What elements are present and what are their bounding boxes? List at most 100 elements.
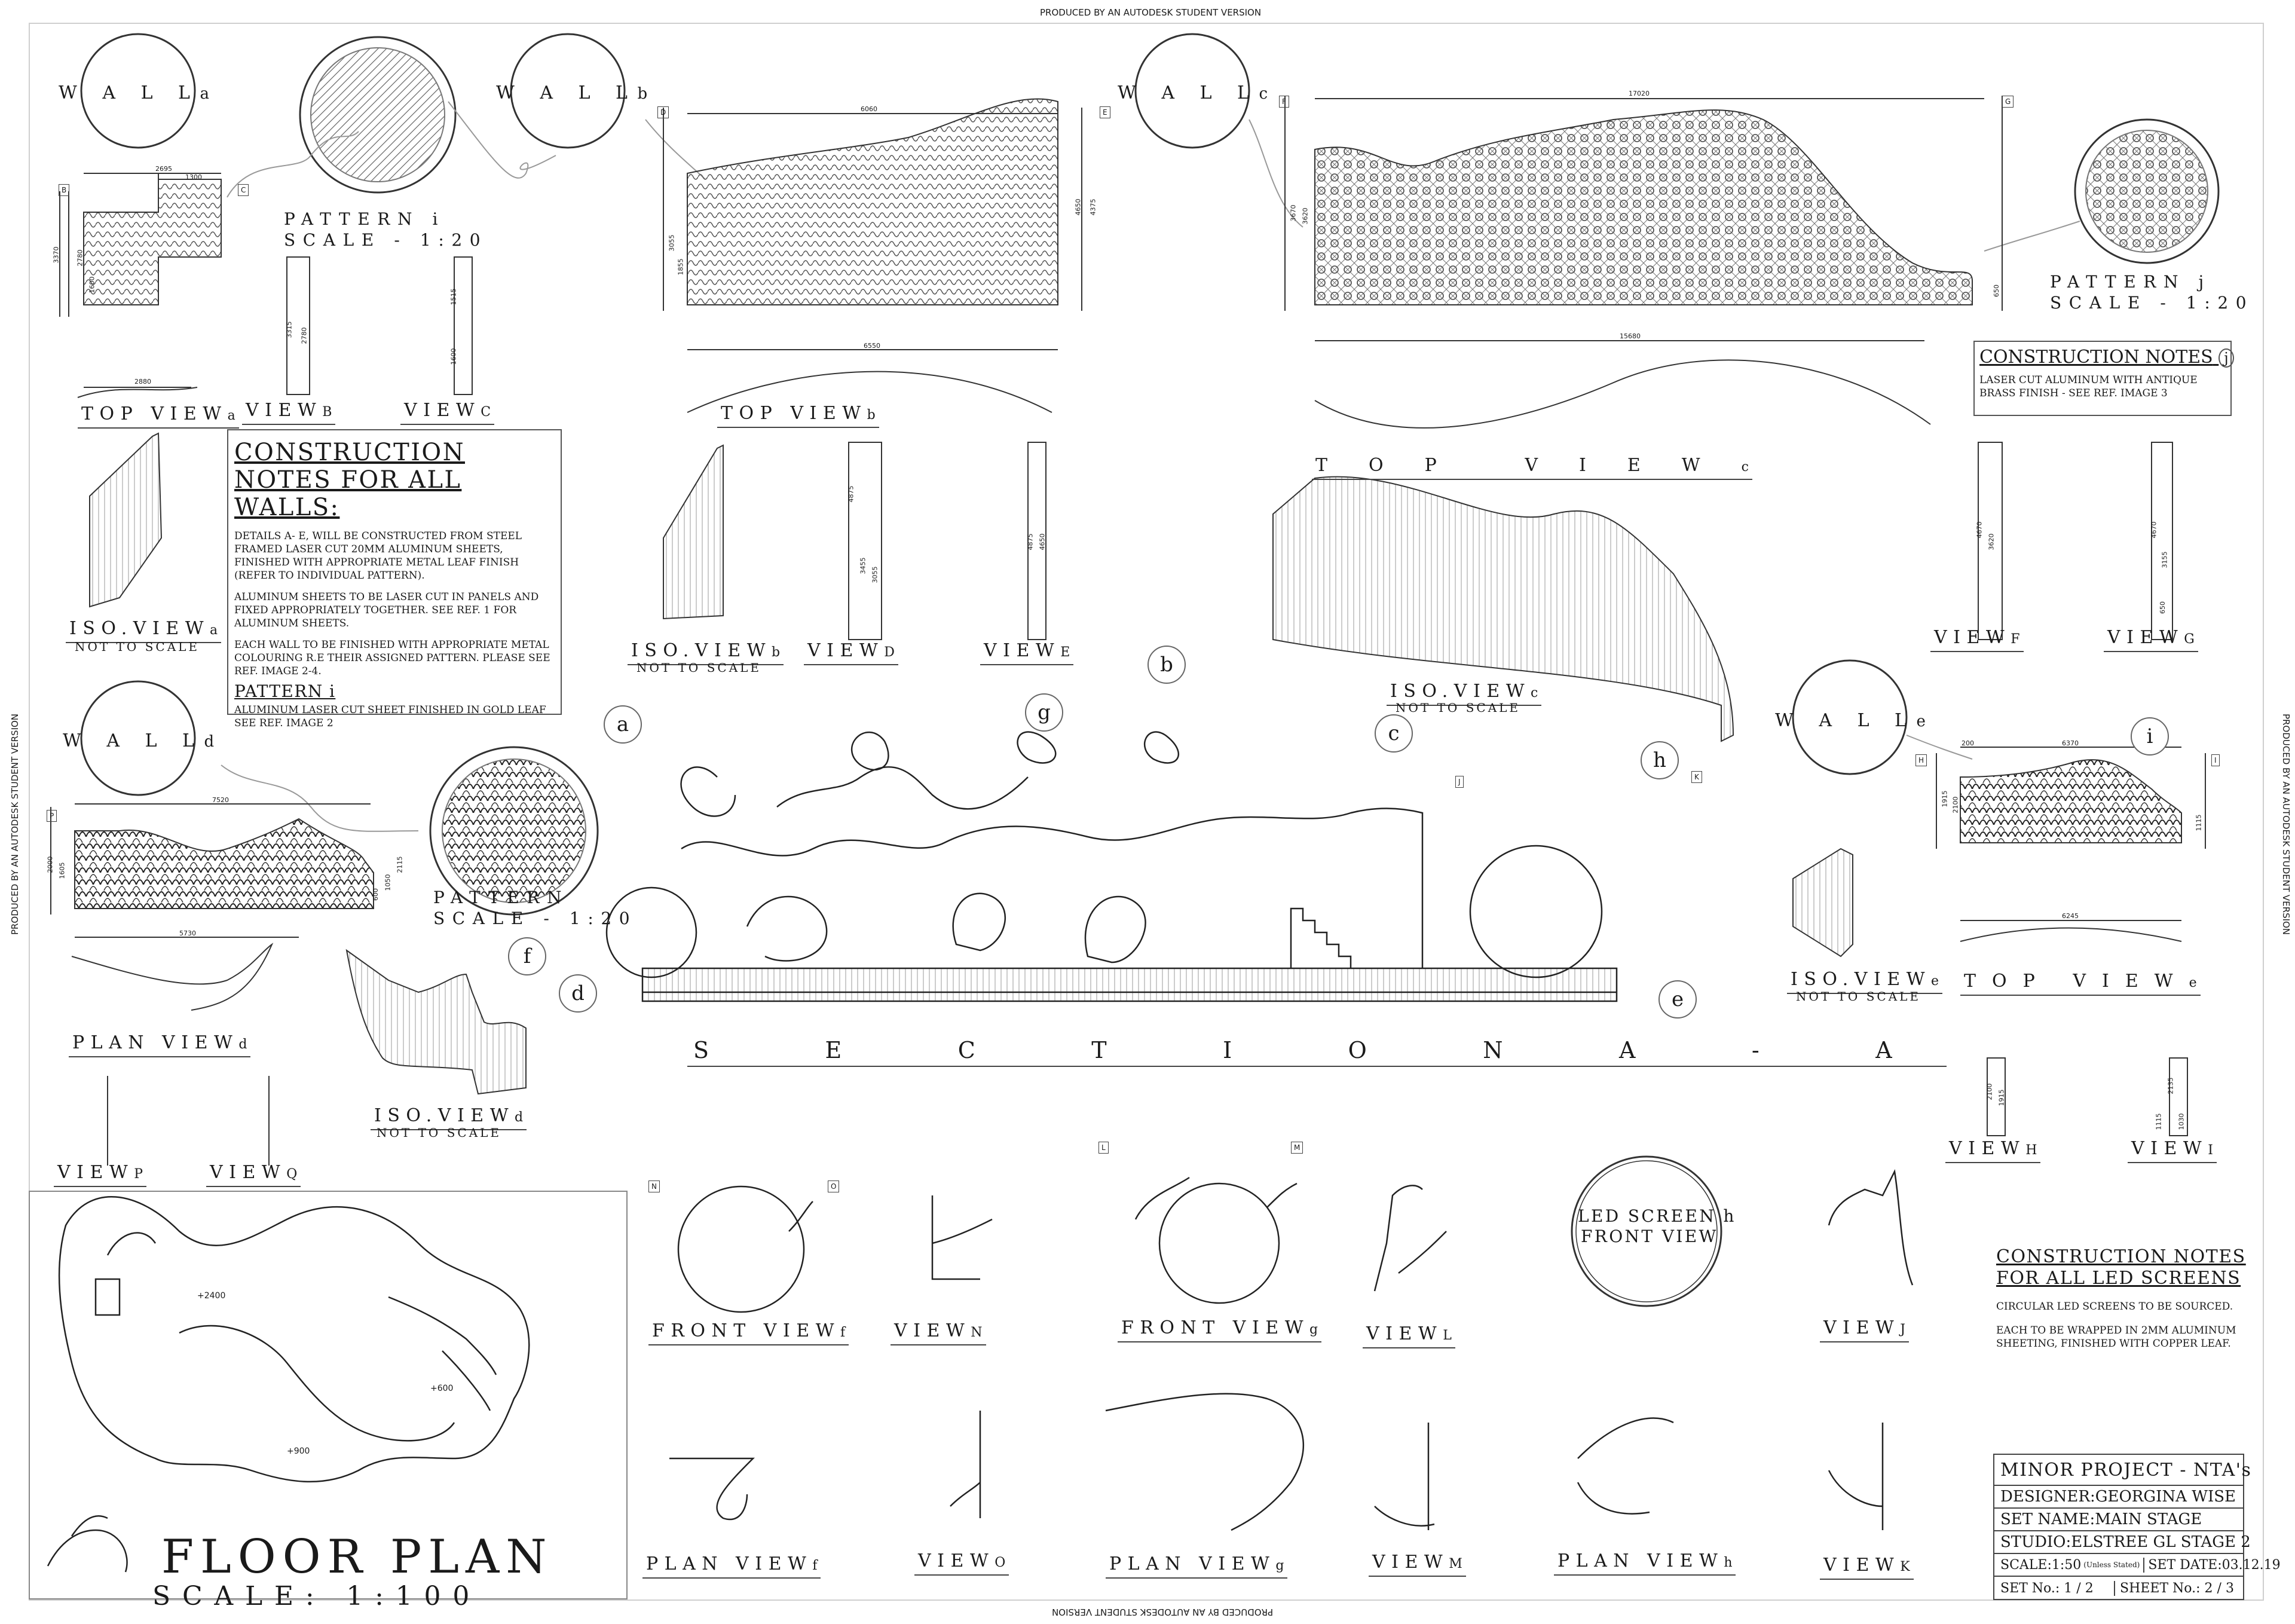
notes-led-p2: EACH TO BE WRAPPED IN 2MM ALUMINUM SHEET… xyxy=(1996,1325,2236,1350)
callout-b: b xyxy=(1148,646,1186,684)
dim-cg-h1: 4670 xyxy=(2150,521,2158,539)
watermark-top: PRODUCED BY AN AUTODESK STUDENT VERSION xyxy=(1040,7,1262,18)
marker-h: H xyxy=(1915,754,1927,766)
view-f-label: VIEWF xyxy=(1930,628,2024,652)
marker-j: J xyxy=(1455,776,1464,788)
pattern-i-title: PATTERN i xyxy=(284,209,446,229)
view-d-label: VIEWD xyxy=(804,641,898,665)
dim-b-h4: 4375 xyxy=(1089,198,1097,216)
dim-c-view-h2: 1600 xyxy=(449,348,458,365)
dim-e-left: 200 xyxy=(1962,739,1974,747)
callout-g: g xyxy=(1025,693,1063,732)
tb-studio: STUDIO:ELSTREE GL STAGE 2 xyxy=(1994,1531,2251,1554)
callout-f: f xyxy=(508,937,546,975)
top-view-b-label: TOP VIEWb xyxy=(717,403,879,428)
pattern-n-title: PATTERN xyxy=(433,888,570,907)
dim-a-h3: 1600 xyxy=(88,276,96,293)
dim-a-h2: 2780 xyxy=(76,249,84,267)
view-i-label: VIEWI xyxy=(2128,1139,2217,1163)
front-view-f-label: FRONT VIEWf xyxy=(648,1321,849,1345)
notes-j-letter: j xyxy=(2218,348,2234,368)
section-a-a-label: S E C T I O N A - A xyxy=(687,1037,1947,1067)
pattern-n-scale: SCALE - 1:20 xyxy=(433,909,638,928)
callout-c: c xyxy=(1375,714,1413,753)
sheet-border xyxy=(29,23,2264,1601)
level-2400: +2400 xyxy=(197,1291,226,1301)
iso-view-c-label: ISO.VIEWc xyxy=(1387,681,1542,706)
dim-c-top: 15680 xyxy=(1620,332,1641,340)
tb-set-date: SET DATE:03.12.19 xyxy=(2143,1557,2281,1573)
construction-notes-j: CONSTRUCTION NOTES j LASER CUT ALUMINUM … xyxy=(1973,341,2234,416)
view-p-label: VIEWP xyxy=(54,1163,147,1187)
marker-o: O xyxy=(828,1180,840,1192)
dim-c-width: 17020 xyxy=(1629,90,1650,97)
floor-plan-title: FLOOR PLAN xyxy=(161,1530,553,1584)
wall-d-medallion xyxy=(80,680,196,796)
view-g-label: VIEWG xyxy=(2104,628,2198,652)
notes-walls-pattern-title: PATTERN i xyxy=(234,681,336,701)
marker-c: C xyxy=(238,184,249,196)
pattern-j-title: PATTERN j xyxy=(2050,272,2211,292)
iso-view-b-label: ISO.VIEWb xyxy=(628,641,784,665)
marker-g: G xyxy=(2002,96,2014,108)
iso-view-a-note: NOT TO SCALE xyxy=(75,640,200,654)
pattern-j-scale: SCALE - 1:20 xyxy=(2050,293,2254,313)
view-c-label: VIEWC xyxy=(400,400,495,425)
tb-scale: SCALE:1:50 xyxy=(2000,1557,2082,1573)
dim-e-h3: 1115 xyxy=(2195,814,2203,831)
dim-eh-h1: 2100 xyxy=(1985,1083,1994,1100)
marker-p: P xyxy=(47,810,57,822)
construction-notes-walls: CONSTRUCTION NOTES FOR ALL WALLS: DETAIL… xyxy=(227,429,562,729)
construction-notes-led: CONSTRUCTION NOTES FOR ALL LED SCREENS C… xyxy=(1996,1246,2247,1350)
marker-d: D xyxy=(657,106,669,118)
title-block: MINOR PROJECT - NTA's DESIGNER:GEORGINA … xyxy=(1993,1454,2281,1600)
top-view-c-label: TOP VIEWc xyxy=(1312,455,1752,480)
tb-set-name: SET NAME:MAIN STAGE xyxy=(1994,1509,2243,1531)
iso-view-d-label: ISO.VIEWd xyxy=(371,1106,527,1130)
marker-i: I xyxy=(2211,754,2220,766)
dim-d-width: 7520 xyxy=(212,796,229,804)
marker-l: L xyxy=(1098,1142,1109,1154)
dim-c-h1: 3670 xyxy=(1289,204,1298,222)
dim-d-h2: 1605 xyxy=(58,862,66,879)
marker-k: K xyxy=(1691,771,1702,783)
dim-b-top: 6550 xyxy=(864,342,880,350)
marker-f: F xyxy=(1279,96,1289,108)
led-front-line2: FRONT VIEW xyxy=(1581,1227,1718,1246)
dim-e-top: 6245 xyxy=(2062,912,2079,920)
dim-be-h2: 4650 xyxy=(1038,533,1046,550)
view-q-label: VIEWQ xyxy=(206,1163,301,1187)
tb-numbers-row: SET No.: 1 / 2 SHEET No.: 2 / 3 xyxy=(1994,1577,2243,1600)
plan-view-d-label: PLAN VIEWd xyxy=(69,1033,251,1057)
floor-plan-scale: SCALE: 1:100 xyxy=(152,1581,482,1611)
dim-a-top: 2695 xyxy=(155,165,172,173)
dim-b-h1: 3055 xyxy=(668,234,676,252)
dim-c-h2: 3620 xyxy=(1301,207,1309,225)
dim-cg-h2: 3155 xyxy=(2161,551,2169,568)
dim-a-h1: 3370 xyxy=(52,246,60,264)
wall-c-medallion xyxy=(1134,33,1250,149)
wall-b-label: W A L Lb xyxy=(496,82,648,103)
dim-be-h1: 4875 xyxy=(1026,533,1035,550)
callout-i: i xyxy=(2131,717,2169,756)
view-l-label: VIEWL xyxy=(1363,1324,1455,1348)
pattern-n-medallion xyxy=(429,746,599,916)
wall-e-label: W A L Le xyxy=(1775,710,1926,731)
iso-view-c-note: NOT TO SCALE xyxy=(1396,701,1521,715)
dim-c-view-h1: 1515 xyxy=(449,288,458,305)
dim-b-h2: 1855 xyxy=(677,258,685,276)
notes-led-title: CONSTRUCTION NOTES FOR ALL LED SCREENS xyxy=(1996,1246,2246,1289)
callout-a: a xyxy=(604,705,642,744)
view-e-label: VIEWE xyxy=(980,641,1074,665)
pattern-j-medallion xyxy=(2074,118,2220,264)
wall-a-medallion xyxy=(80,33,196,149)
view-h-label: VIEWH xyxy=(1945,1139,2041,1163)
dim-ei-h1: 2135 xyxy=(2167,1077,2175,1094)
floor-plan-frame xyxy=(29,1191,628,1599)
iso-view-d-note: NOT TO SCALE xyxy=(377,1126,502,1140)
wall-c-label: W A L Lc xyxy=(1118,82,1268,103)
dim-bd-h2: 3455 xyxy=(859,557,867,574)
dim-b-width: 6060 xyxy=(861,105,877,113)
